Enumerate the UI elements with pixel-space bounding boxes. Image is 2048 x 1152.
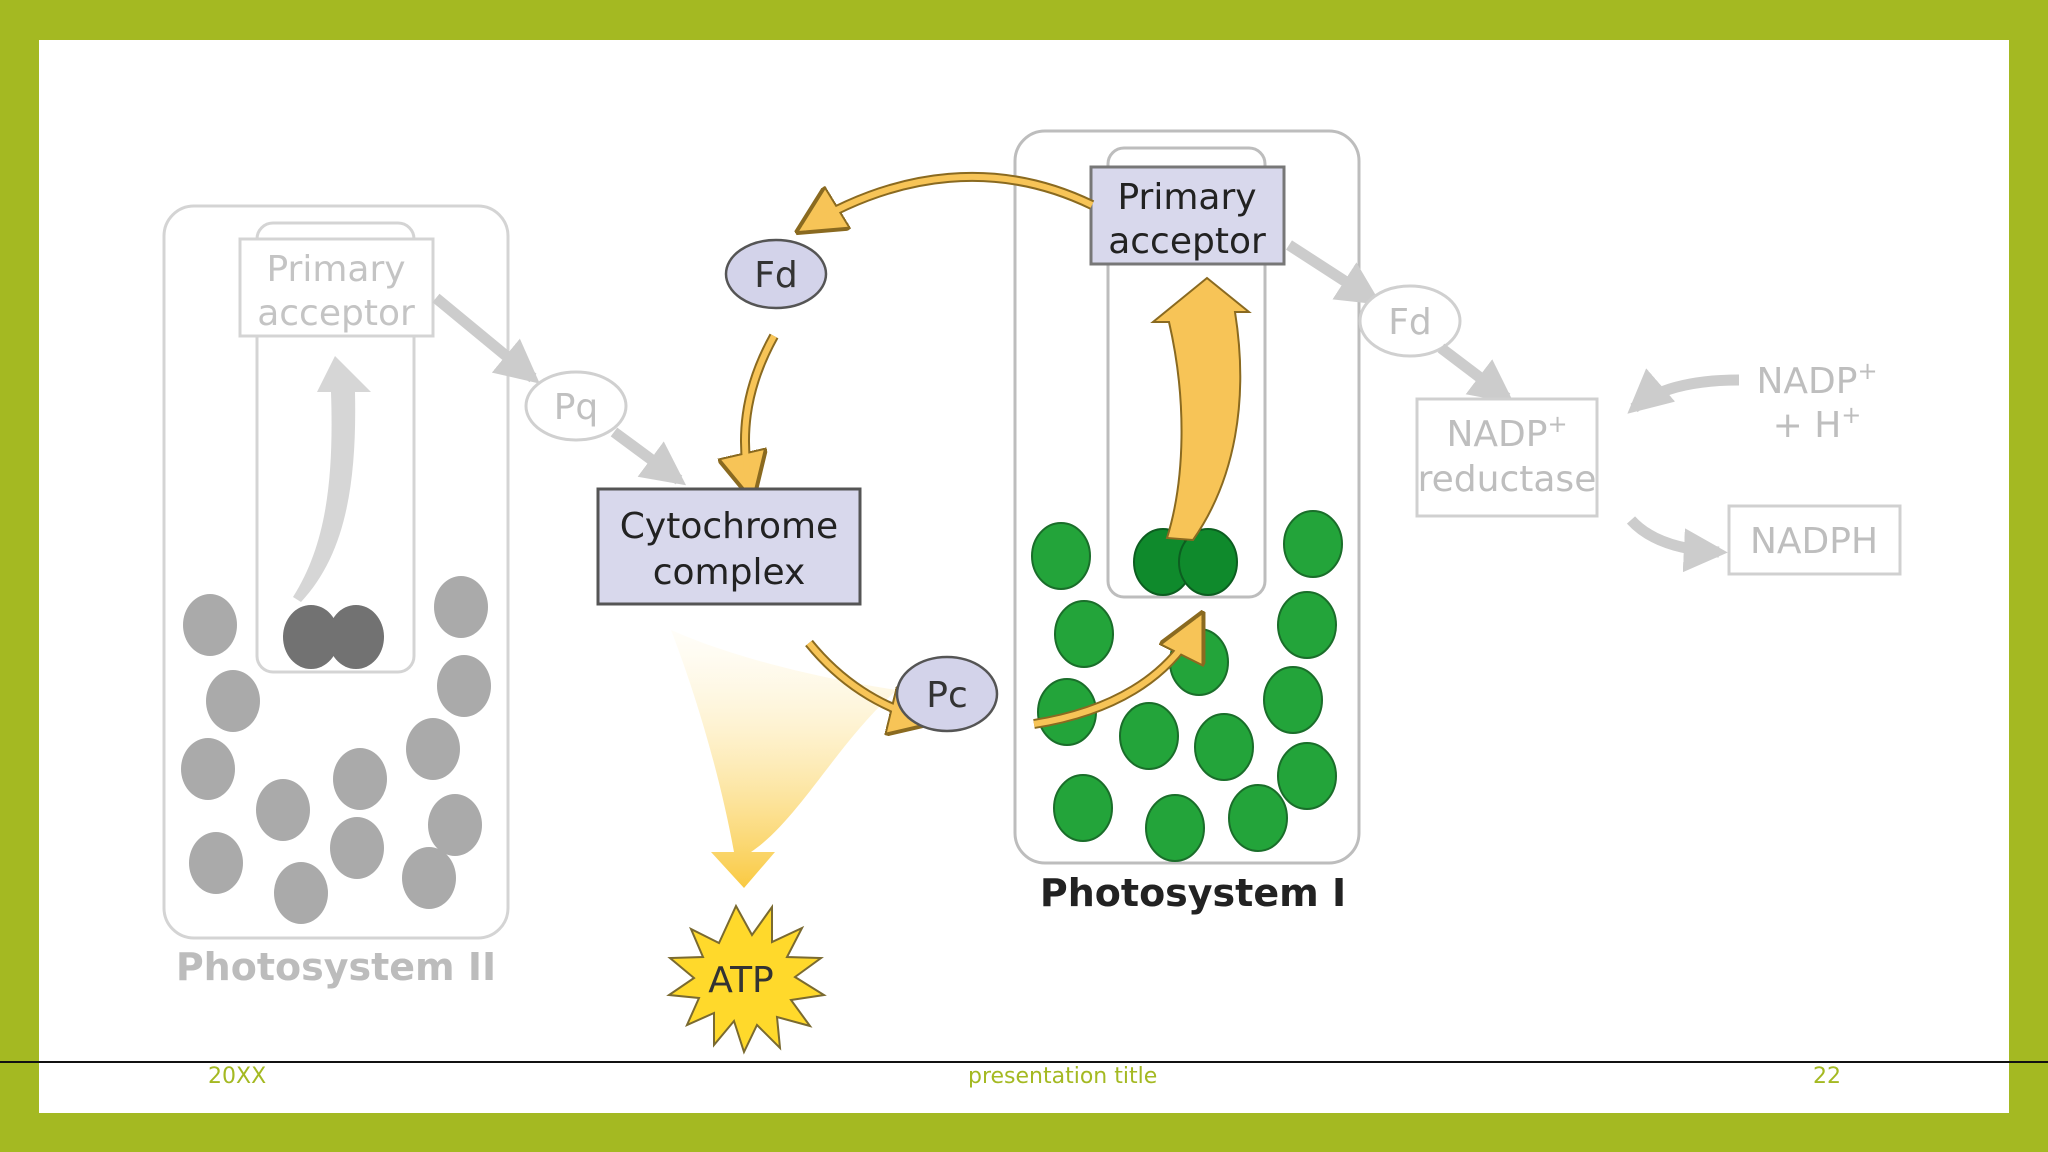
ps2-primary-acceptor-line1: Primary (266, 249, 405, 290)
footer-date: 20XX (208, 1064, 267, 1089)
fd-out-label: Fd (1388, 302, 1432, 343)
cytochrome-complex-line2: complex (653, 552, 806, 593)
pq-carrier: Pq (524, 370, 628, 442)
pc-carrier: Pc (895, 655, 999, 733)
photosystem-ii-group: Primary acceptor Photosystem II (162, 204, 510, 989)
arrow-nadp-input (1627, 368, 1740, 414)
atp-label: ATP (708, 960, 774, 1001)
cycle-arrow-acceptor-to-fd-inner (802, 173, 1094, 231)
nadp-reductase-line1: NADP (1446, 414, 1547, 455)
fd-out-carrier: Fd (1358, 284, 1462, 358)
ps2-pigment-molecules (181, 576, 491, 924)
arrow-acceptor-to-pq (432, 293, 540, 384)
arrow-acceptor-to-fd-out (1286, 240, 1382, 305)
ps1-primary-acceptor-line2: acceptor (1108, 221, 1266, 262)
photosystem-i-group: Primary acceptor Photosystem I (1013, 129, 1361, 915)
atp-energy-glow (671, 630, 897, 888)
cytochrome-complex-line1: Cytochrome (620, 506, 838, 547)
photosystem-i-outline (1013, 129, 1361, 865)
ps1-primary-acceptor-line1: Primary (1117, 177, 1256, 218)
photosystem-i-core-outline (1106, 146, 1267, 599)
photosystem-ii-label: Photosystem II (176, 945, 496, 989)
arrow-reductase-to-nadph (1626, 516, 1728, 573)
slide-panel: Primary acceptor Photosystem II Pq ATP (39, 40, 2009, 1113)
nadph-box: NADPH (1727, 504, 1902, 576)
photosystem-ii-core-outline (255, 221, 416, 674)
cyclic-electron-flow-diagram: Primary acceptor Photosystem II Pq ATP (162, 129, 1902, 1055)
ps1-reaction-center (1133, 528, 1238, 596)
photosystem-i-label: Photosystem I (1040, 871, 1346, 915)
footer-divider (0, 1061, 2048, 1063)
cycle-arrow-pc-to-reaction-center-inner (1033, 618, 1202, 727)
svg-text:NADP+: NADP+ (1756, 357, 1877, 402)
nadp-reductase-box: NADP+ reductase (1415, 397, 1599, 518)
nadp-input-line2: + H (1773, 405, 1842, 446)
ps2-primary-acceptor-line2: acceptor (257, 293, 415, 334)
ps1-pigment-molecules (1031, 510, 1343, 862)
nadp-input-sup1: + (1857, 357, 1877, 385)
nadp-input-line1: NADP (1756, 361, 1857, 402)
photosystem-ii-outline (162, 204, 510, 940)
nadp-input-sup2: + (1841, 401, 1861, 429)
ps2-excitation-arrow (293, 356, 371, 602)
footer-page-number: 22 (1813, 1064, 1841, 1089)
fd-cycle-carrier: Fd (724, 238, 828, 310)
atp-star-burst (666, 903, 827, 1055)
footer-presentation-title: presentation title (968, 1064, 1158, 1089)
fd-cycle-label: Fd (754, 255, 798, 296)
svg-text:NADP+: NADP+ (1446, 410, 1567, 455)
arrow-fd-to-nadp-reductase (1437, 343, 1515, 404)
nadp-reductase-sup: + (1547, 410, 1567, 438)
nadp-reductase-line2: reductase (1418, 459, 1597, 500)
cytochrome-complex-box: Cytochrome complex (596, 487, 862, 606)
pc-label: Pc (926, 675, 968, 716)
ps1-primary-acceptor-box (1089, 165, 1286, 266)
nadph-label: NADPH (1750, 521, 1878, 562)
cycle-arrow-fd-to-cytochrome-inner (741, 334, 777, 493)
arrow-pq-to-cytochrome (610, 427, 687, 486)
pq-label: Pq (554, 387, 599, 428)
svg-text:+ H+: + H+ (1773, 401, 1862, 446)
ps1-excitation-arrow (1150, 276, 1252, 542)
ps2-primary-acceptor-box (238, 237, 435, 338)
ps2-reaction-center (283, 605, 384, 669)
